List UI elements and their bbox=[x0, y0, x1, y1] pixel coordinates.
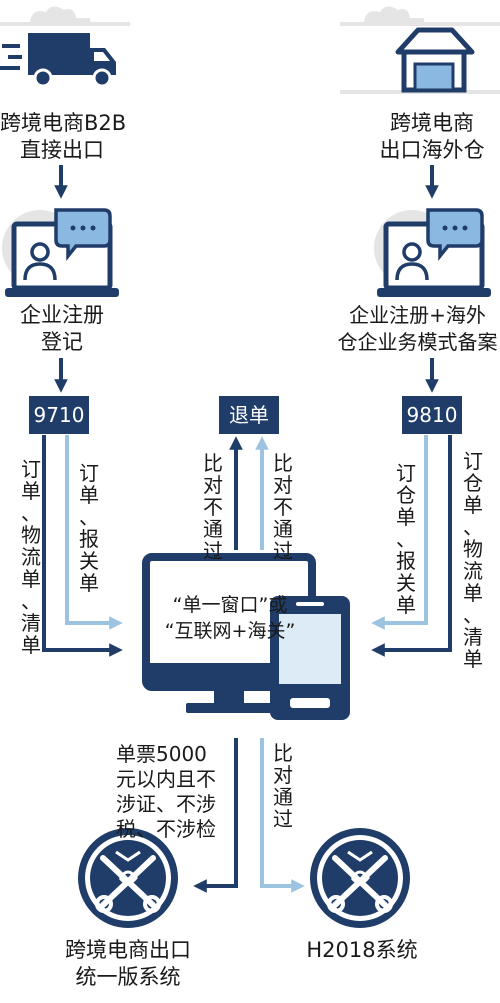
vertical-char: 清 bbox=[21, 611, 41, 635]
vertical-char: 单 bbox=[21, 479, 41, 503]
vertical-char: 单 bbox=[396, 505, 416, 529]
vertical-char: 关 bbox=[79, 549, 99, 573]
vertical-char: 单 bbox=[463, 647, 483, 671]
vertical-char: 单 bbox=[21, 633, 41, 657]
condition-line-1: 单票5000 bbox=[116, 742, 207, 766]
arrow-bottom-right bbox=[260, 738, 305, 893]
condition-line-3: 涉证、不涉 bbox=[116, 792, 216, 816]
vertical-char: 报 bbox=[79, 527, 99, 551]
vertical-char: 比 bbox=[273, 451, 293, 475]
vertical-char: 订 bbox=[21, 457, 41, 481]
vertical-char: 不 bbox=[203, 495, 223, 519]
vertical-char: 清 bbox=[463, 625, 483, 649]
vertical-char: 单 bbox=[21, 567, 41, 591]
left-top-title-line-1: 跨境电商B2B bbox=[0, 111, 127, 135]
vertical-char: 流 bbox=[463, 559, 483, 583]
vertical-char: 对 bbox=[273, 473, 293, 497]
vertical-char: 通 bbox=[273, 785, 293, 809]
vertical-char: 订 bbox=[463, 449, 483, 473]
left-reg-line-1: 企业注册 bbox=[20, 303, 104, 327]
vertical-char: 过 bbox=[203, 539, 223, 563]
arrow-left-inner bbox=[65, 435, 123, 630]
arrow-right-inner bbox=[371, 435, 428, 630]
code-9710-box: 9710 bbox=[29, 396, 89, 434]
vertical-char: 报 bbox=[396, 549, 416, 573]
platform-devices-icon bbox=[142, 553, 350, 720]
mid-right-flow-label: 比对不通过 bbox=[272, 452, 294, 562]
vertical-char: 订 bbox=[79, 461, 99, 485]
vertical-char: 通 bbox=[273, 517, 293, 541]
left-system-line-2: 统一版系统 bbox=[75, 965, 181, 989]
vertical-char: 对 bbox=[273, 763, 293, 787]
platform-line-1: “单一窗口”或 bbox=[172, 594, 288, 616]
vertical-char: 单 bbox=[79, 571, 99, 595]
vertical-char: 流 bbox=[21, 545, 41, 569]
arrow-bottom-left bbox=[193, 738, 238, 893]
vertical-char: 单 bbox=[463, 493, 483, 517]
right-reg-line-1: 企业注册+海外 bbox=[349, 303, 486, 327]
right-system-label: H2018系统 bbox=[306, 938, 418, 962]
cloud-decoration-icon bbox=[0, 6, 500, 26]
vertical-char: 、 bbox=[21, 501, 41, 525]
vertical-char: 对 bbox=[203, 473, 223, 497]
vertical-char: 物 bbox=[21, 523, 41, 547]
right-inner-flow-label: 订仓单、报关单 bbox=[395, 462, 417, 616]
left-computer-user-icon bbox=[2, 208, 119, 297]
vertical-char: 单 bbox=[396, 593, 416, 617]
left-top-title: 跨境电商B2B 直接出口 bbox=[0, 110, 127, 164]
left-reg-line-2: 登记 bbox=[41, 330, 83, 354]
vertical-char: 不 bbox=[273, 495, 293, 519]
arrow-left-outer bbox=[42, 435, 123, 657]
vertical-char: 、 bbox=[79, 505, 99, 529]
vertical-char: 比 bbox=[273, 741, 293, 765]
condition-label: 单票5000 元以内且不 涉证、不涉 税、不涉检 bbox=[116, 742, 232, 842]
left-inner-flow-label: 订单、报关单 bbox=[78, 462, 100, 594]
vertical-char: 、 bbox=[396, 527, 416, 551]
left-registration-label: 企业注册 登记 bbox=[0, 302, 124, 356]
condition-line-2: 元以内且不 bbox=[116, 767, 216, 791]
right-top-title-line-2: 出口海外仓 bbox=[379, 138, 485, 162]
right-registration-label: 企业注册+海外 仓企业务模式备案 bbox=[335, 302, 500, 356]
vertical-char: 物 bbox=[463, 537, 483, 561]
customs-emblem-right-icon bbox=[310, 828, 410, 928]
truck-icon bbox=[0, 33, 116, 88]
platform-label: “单一窗口”或 “互联网+海关” bbox=[160, 592, 300, 644]
condition-line-4: 税、不涉检 bbox=[116, 817, 216, 841]
code-9810-box: 9810 bbox=[402, 396, 462, 434]
bottom-right-flow-label: 比对通过 bbox=[272, 742, 294, 830]
vertical-char: 通 bbox=[203, 517, 223, 541]
vertical-char: 过 bbox=[273, 539, 293, 563]
vertical-char: 单 bbox=[463, 581, 483, 605]
vertical-char: 关 bbox=[396, 571, 416, 595]
arrow-right-outer bbox=[371, 435, 452, 657]
warehouse-icon bbox=[340, 27, 500, 94]
left-system-line-1: 跨境电商出口 bbox=[65, 938, 191, 962]
left-outer-flow-label: 订单、物流单、清单 bbox=[20, 458, 42, 656]
right-top-title-line-1: 跨境电商 bbox=[390, 111, 474, 135]
vertical-char: 仓 bbox=[396, 483, 416, 507]
right-computer-user-icon bbox=[374, 208, 491, 297]
return-order-box: 退单 bbox=[219, 396, 279, 434]
vertical-char: 单 bbox=[79, 483, 99, 507]
vertical-char: 、 bbox=[463, 603, 483, 627]
customs-emblem-left-icon bbox=[78, 828, 178, 928]
vertical-char: 、 bbox=[463, 515, 483, 539]
vertical-char: 订 bbox=[396, 461, 416, 485]
right-outer-flow-label: 订仓单、物流单、清单 bbox=[462, 450, 484, 670]
platform-line-2: “互联网+海关” bbox=[164, 620, 296, 642]
vertical-char: 过 bbox=[273, 807, 293, 831]
left-top-title-line-2: 直接出口 bbox=[20, 138, 104, 162]
left-system-label: 跨境电商出口 统一版系统 bbox=[58, 937, 198, 991]
right-reg-line-2: 仓企业务模式备案 bbox=[337, 330, 498, 354]
vertical-char: 仓 bbox=[463, 471, 483, 495]
vertical-char: 比 bbox=[203, 451, 223, 475]
vertical-char: 、 bbox=[21, 589, 41, 613]
mid-left-flow-label: 比对不通过 bbox=[202, 452, 224, 562]
right-top-title: 跨境电商 出口海外仓 bbox=[370, 110, 494, 164]
